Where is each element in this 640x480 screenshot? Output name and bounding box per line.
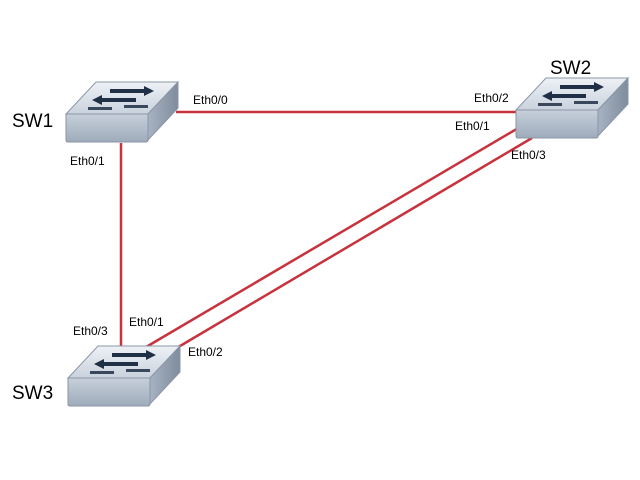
port-label-sw1-eth0-1: Eth0/1 — [70, 154, 105, 168]
links — [119, 110, 533, 352]
switch-sw1[interactable] — [65, 81, 179, 143]
network-switch-icon — [67, 345, 181, 407]
port-label-sw2-eth0-1: Eth0/1 — [455, 119, 490, 133]
port-label-sw2-eth0-3: Eth0/3 — [511, 148, 546, 162]
link-sw2-sw3-a — [140, 125, 521, 352]
switch-sw2[interactable] — [515, 77, 629, 139]
link-sw2-sw3-b — [174, 136, 533, 351]
switch-label-sw1: SW1 — [12, 111, 53, 132]
port-label-sw3-eth0-2: Eth0/2 — [188, 345, 223, 359]
switch-label-sw2: SW2 — [550, 58, 591, 79]
port-label-sw3-eth0-1: Eth0/1 — [129, 315, 164, 329]
port-label-sw2-eth0-2: Eth0/2 — [474, 91, 509, 105]
network-switch-icon — [65, 81, 179, 143]
network-switch-icon — [515, 77, 629, 139]
port-label-sw3-eth0-3: Eth0/3 — [73, 324, 108, 338]
switch-sw3[interactable] — [67, 345, 181, 407]
switch-label-sw3: SW3 — [12, 383, 53, 404]
port-label-sw1-eth0-0: Eth0/0 — [193, 93, 228, 107]
